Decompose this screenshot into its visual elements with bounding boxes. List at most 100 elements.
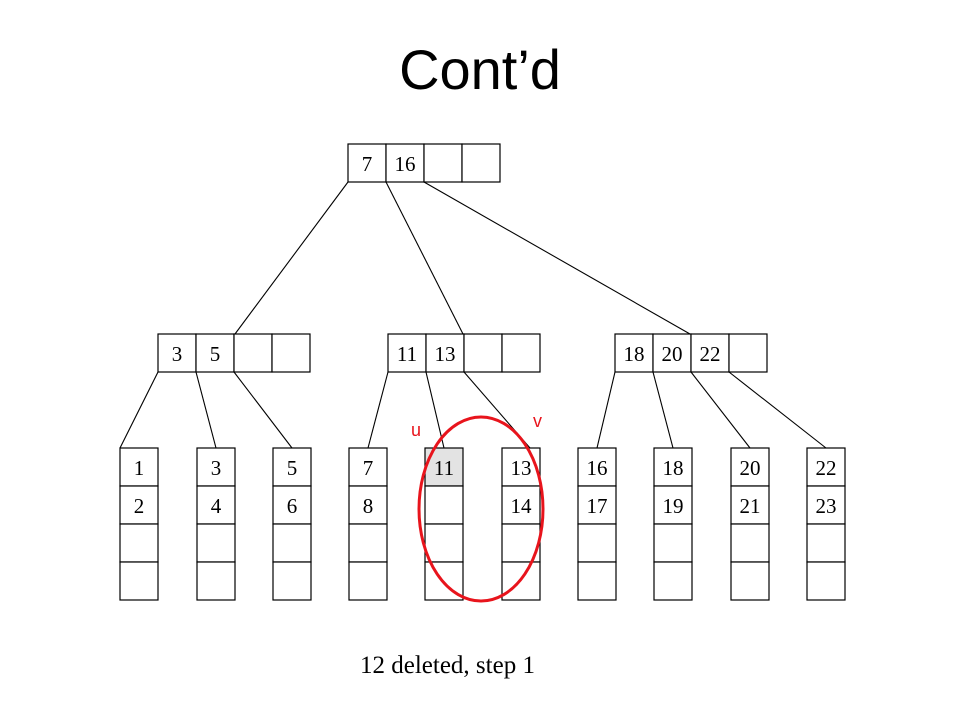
label-v: v — [533, 411, 542, 431]
internal-node-2-cell — [387, 333, 427, 373]
leaf-node-10-cell — [806, 561, 846, 601]
leaf-node-4-cell — [348, 485, 388, 525]
leaf-node-5-cell — [424, 485, 464, 525]
leaf-node-2-cell — [196, 485, 236, 525]
internal-node-1-key: 3 — [172, 342, 183, 366]
leaf-node-9-cell — [730, 523, 770, 563]
leaf-node-5-cell — [424, 523, 464, 563]
leaf-node-4-cell — [348, 561, 388, 601]
leaf-node-2-key: 3 — [211, 456, 222, 480]
leaf-node-1-cell — [119, 523, 159, 563]
leaf-node-7-cell — [577, 485, 617, 525]
leaf-node-9-cell — [730, 561, 770, 601]
edge-internal3-leaf9 — [690, 371, 751, 449]
internal-node-3-key: 18 — [624, 342, 645, 366]
leaf-node-2-cell — [196, 523, 236, 563]
leaf-node-3-key: 5 — [287, 456, 298, 480]
root-node-cell — [423, 143, 463, 183]
leaf-node-3-cell — [272, 523, 312, 563]
leaf-node-1-key: 2 — [134, 494, 145, 518]
internal-node-2-cell — [501, 333, 541, 373]
leaf-node-5-key: 11 — [434, 456, 454, 480]
leaf-node-8-cell — [653, 447, 693, 487]
leaf-node-8-cell — [653, 523, 693, 563]
leaf-node-3-cell — [272, 561, 312, 601]
edge-internal1-leaf1 — [119, 371, 159, 449]
leaf-node-10-cell — [806, 523, 846, 563]
leaf-node-10-key: 23 — [816, 494, 837, 518]
leaf-node-1: 12 — [119, 447, 159, 601]
internal-node-1-key: 5 — [210, 342, 221, 366]
leaf-node-2-cell — [196, 561, 236, 601]
root-node: 7 16 — [347, 143, 501, 183]
leaf-node-7-cell — [577, 561, 617, 601]
internal-node-3-cell — [690, 333, 730, 373]
leaf-node-6-cell — [501, 447, 541, 487]
leaf-node-7-key: 17 — [587, 494, 608, 518]
leaf-node-10: 22 23 — [806, 447, 846, 601]
edge-internal3-leaf10 — [728, 371, 827, 449]
internal-node-2-key: 13 — [435, 342, 456, 366]
leaf-node-4-key: 7 — [363, 456, 374, 480]
leaf-node-5: 11 — [424, 447, 464, 601]
leaf-node-8-key: 18 — [663, 456, 684, 480]
leaf-node-2-cell — [196, 447, 236, 487]
edge-root-to-internal-1 — [234, 181, 349, 335]
leaf-node-8-cell — [653, 485, 693, 525]
edge-internal3-leaf7 — [596, 371, 616, 449]
leaf-node-9-key: 21 — [740, 494, 761, 518]
label-u: u — [411, 420, 421, 440]
leaf-node-2: 34 — [196, 447, 236, 601]
merge-highlight-ellipse — [417, 415, 545, 603]
root-node-key: 16 — [395, 152, 416, 176]
edge-root-to-internal-2 — [385, 181, 464, 335]
leaf-node-10-key: 22 — [816, 456, 837, 480]
leaf-node-10-cell — [806, 447, 846, 487]
edge-root-to-internal-3 — [423, 181, 691, 335]
leaf-node-1-key: 1 — [134, 456, 145, 480]
leaf-node-8-cell — [653, 561, 693, 601]
root-node-key: 7 — [362, 152, 373, 176]
internal-node-1-cell — [157, 333, 197, 373]
edge-internal1-leaf2 — [195, 371, 217, 449]
leaf-node-4-cell — [348, 447, 388, 487]
leaf-node-4-cell — [348, 523, 388, 563]
leaf-node-3-cell — [272, 447, 312, 487]
leaf-node-1-cell — [119, 447, 159, 487]
internal-node-1-cell — [233, 333, 273, 373]
leaf-node-6-key: 14 — [511, 494, 533, 518]
leaf-node-7-cell — [577, 523, 617, 563]
leaf-node-8-key: 19 — [663, 494, 684, 518]
edge-internal1-leaf3 — [233, 371, 293, 449]
slide-title: Cont’d — [399, 38, 561, 101]
leaf-node-1-cell — [119, 485, 159, 525]
edge-internal2-leaf5 — [425, 371, 445, 449]
leaf-node-3-cell — [272, 485, 312, 525]
internal-node-3-key: 20 — [662, 342, 683, 366]
internal-node-2-cell — [463, 333, 503, 373]
leaf-node-4-key: 8 — [363, 494, 374, 518]
root-node-cell — [461, 143, 501, 183]
leaf-node-1-cell — [119, 561, 159, 601]
edge-internal2-leaf4 — [367, 371, 389, 449]
leaf-node-9-key: 20 — [740, 456, 761, 480]
leaf-node-6-key: 13 — [511, 456, 532, 480]
leaf-node-2-key: 4 — [211, 494, 222, 518]
leaf-node-7-cell — [577, 447, 617, 487]
leaf-node-3: 56 — [272, 447, 312, 601]
tree-edges — [119, 181, 827, 449]
internal-node-3-cell — [728, 333, 768, 373]
leaf-node-3-key: 6 — [287, 494, 298, 518]
edge-internal3-leaf8 — [652, 371, 674, 449]
leaf-node-6: 13 14 — [501, 447, 541, 601]
internal-node-1-cell — [271, 333, 311, 373]
caption: 12 deleted, step 1 — [360, 652, 535, 679]
leaf-node-4: 78 — [348, 447, 388, 601]
